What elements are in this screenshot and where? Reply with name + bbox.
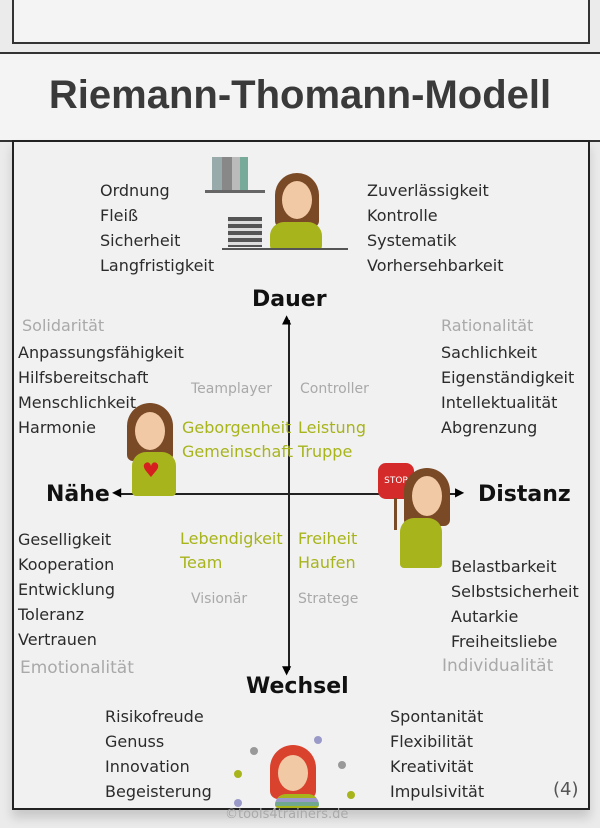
axis-label-wechsel: Wechsel (246, 674, 349, 699)
juggling-ball-icon (314, 736, 322, 744)
list-item: Eigenständigkeit (441, 368, 575, 387)
desk-icon (222, 248, 348, 250)
role-teamplayer: Teamplayer (191, 381, 273, 397)
books-icon (212, 157, 252, 190)
list-item: Impulsivität (390, 782, 485, 801)
list-item: Langfristigkeit (100, 256, 215, 275)
juggling-ball-icon (338, 761, 346, 769)
role-stratege: Stratege (298, 591, 359, 607)
emotionalitaet-list: Geselligkeit Kooperation Entwicklung Tol… (18, 527, 115, 652)
value-item: Haufen (298, 553, 356, 572)
list-item: Selbstsicherheit (451, 582, 579, 601)
stop-sign-pole (394, 498, 397, 530)
list-item: Flexibilität (390, 732, 473, 751)
list-item: Systematik (367, 231, 457, 250)
list-item: Freiheitsliebe (451, 632, 558, 651)
quadrant-heading-rationalitaet: Rationalität (441, 316, 534, 335)
value-item: Lebendigkeit (180, 529, 283, 548)
list-item: Sachlichkeit (441, 343, 537, 362)
list-item: Abgrenzung (441, 418, 538, 437)
list-item: Kreativität (390, 757, 474, 776)
list-item: Anpassungsfähigkeit (18, 343, 184, 362)
person-face (282, 181, 312, 219)
person-body (270, 222, 322, 250)
list-item: Harmonie (18, 418, 96, 437)
value-item: Geborgenheit (182, 418, 292, 437)
list-item: Menschlichkeit (18, 393, 137, 412)
value-item: Truppe (298, 442, 353, 461)
list-item: Begeisterung (105, 782, 212, 801)
role-controller: Controller (300, 381, 369, 397)
bottom-left-list: Risikofreude Genuss Innovation Begeister… (105, 704, 212, 804)
diagram-frame (12, 140, 590, 810)
person-face (278, 755, 308, 791)
bottom-right-list: Spontanität Flexibilität Kreativität Imp… (390, 704, 484, 804)
role-visionaer: Visionär (191, 591, 248, 607)
list-item: Geselligkeit (18, 530, 112, 549)
values-bottom-left: Lebendigkeit Team (180, 527, 283, 575)
values-top-left: Geborgenheit Gemeinschaft (182, 416, 293, 464)
person-face (135, 412, 165, 450)
list-item: Ordnung (100, 181, 170, 200)
values-top-right: Leistung Truppe (298, 416, 366, 464)
page-number: (4) (553, 779, 579, 800)
top-right-list: Zuverlässigkeit Kontrolle Systematik Vor… (367, 178, 503, 278)
page-title: Riemann-Thomann-Modell (48, 73, 552, 117)
list-item: Intellektualität (441, 393, 558, 412)
list-item: Risikofreude (105, 707, 204, 726)
list-item: Toleranz (18, 605, 85, 624)
list-item: Innovation (105, 757, 190, 776)
value-item: Team (180, 553, 223, 572)
top-left-list: Ordnung Fleiß Sicherheit Langfristigkeit (100, 178, 214, 278)
list-item: Fleiß (100, 206, 139, 225)
title-banner (0, 52, 600, 142)
list-item: Vorhersehbarkeit (367, 256, 504, 275)
list-item: Genuss (105, 732, 165, 751)
individualitaet-list: Belastbarkeit Selbstsicherheit Autarkie … (451, 554, 579, 654)
solidaritaet-list: Anpassungsfähigkeit Hilfsbereitschaft Me… (18, 340, 184, 440)
vertical-axis (288, 320, 290, 670)
juggling-ball-icon (234, 799, 242, 807)
value-item: Gemeinschaft (182, 442, 293, 461)
axis-label-naehe: Nähe (46, 482, 110, 507)
juggling-ball-icon (234, 770, 242, 778)
quadrant-heading-individualitaet: Individualität (442, 656, 554, 676)
list-item: Autarkie (451, 607, 519, 626)
value-item: Leistung (298, 418, 366, 437)
value-item: Freiheit (298, 529, 358, 548)
rationalitaet-list: Sachlichkeit Eigenständigkeit Intellektu… (441, 340, 574, 440)
list-item: Vertrauen (18, 630, 97, 649)
arrow-up-icon: ▲ (282, 312, 292, 326)
person-body (400, 518, 442, 568)
list-item: Kontrolle (367, 206, 438, 225)
axis-label-distanz: Distanz (478, 482, 571, 507)
list-item: Hilfsbereitschaft (18, 368, 149, 387)
quadrant-heading-solidaritaet: Solidarität (22, 316, 105, 335)
list-item: Belastbarkeit (451, 557, 557, 576)
list-item: Entwicklung (18, 580, 115, 599)
list-item: Sicherheit (100, 231, 181, 250)
values-bottom-right: Freiheit Haufen (298, 527, 357, 575)
list-item: Spontanität (390, 707, 484, 726)
axis-label-dauer: Dauer (252, 287, 327, 312)
paper-top-strip (12, 0, 590, 44)
shelf-icon (205, 190, 265, 193)
list-item: Kooperation (18, 555, 115, 574)
juggling-ball-icon (347, 791, 355, 799)
arrow-right-icon: ▶ (455, 485, 465, 499)
heart-icon: ♥ (142, 458, 160, 482)
book-stack-icon (228, 217, 262, 247)
juggling-ball-icon (250, 747, 258, 755)
person-body (275, 794, 319, 808)
arrow-left-icon: ◀ (112, 485, 122, 499)
copyright: ©tools4trainers.de (225, 807, 349, 822)
list-item: Zuverlässigkeit (367, 181, 489, 200)
horizontal-axis (118, 493, 460, 495)
arrow-down-icon: ▼ (282, 663, 292, 677)
quadrant-heading-emotionalitaet: Emotionalität (20, 658, 134, 678)
person-body (132, 452, 176, 496)
person-face (412, 476, 442, 516)
